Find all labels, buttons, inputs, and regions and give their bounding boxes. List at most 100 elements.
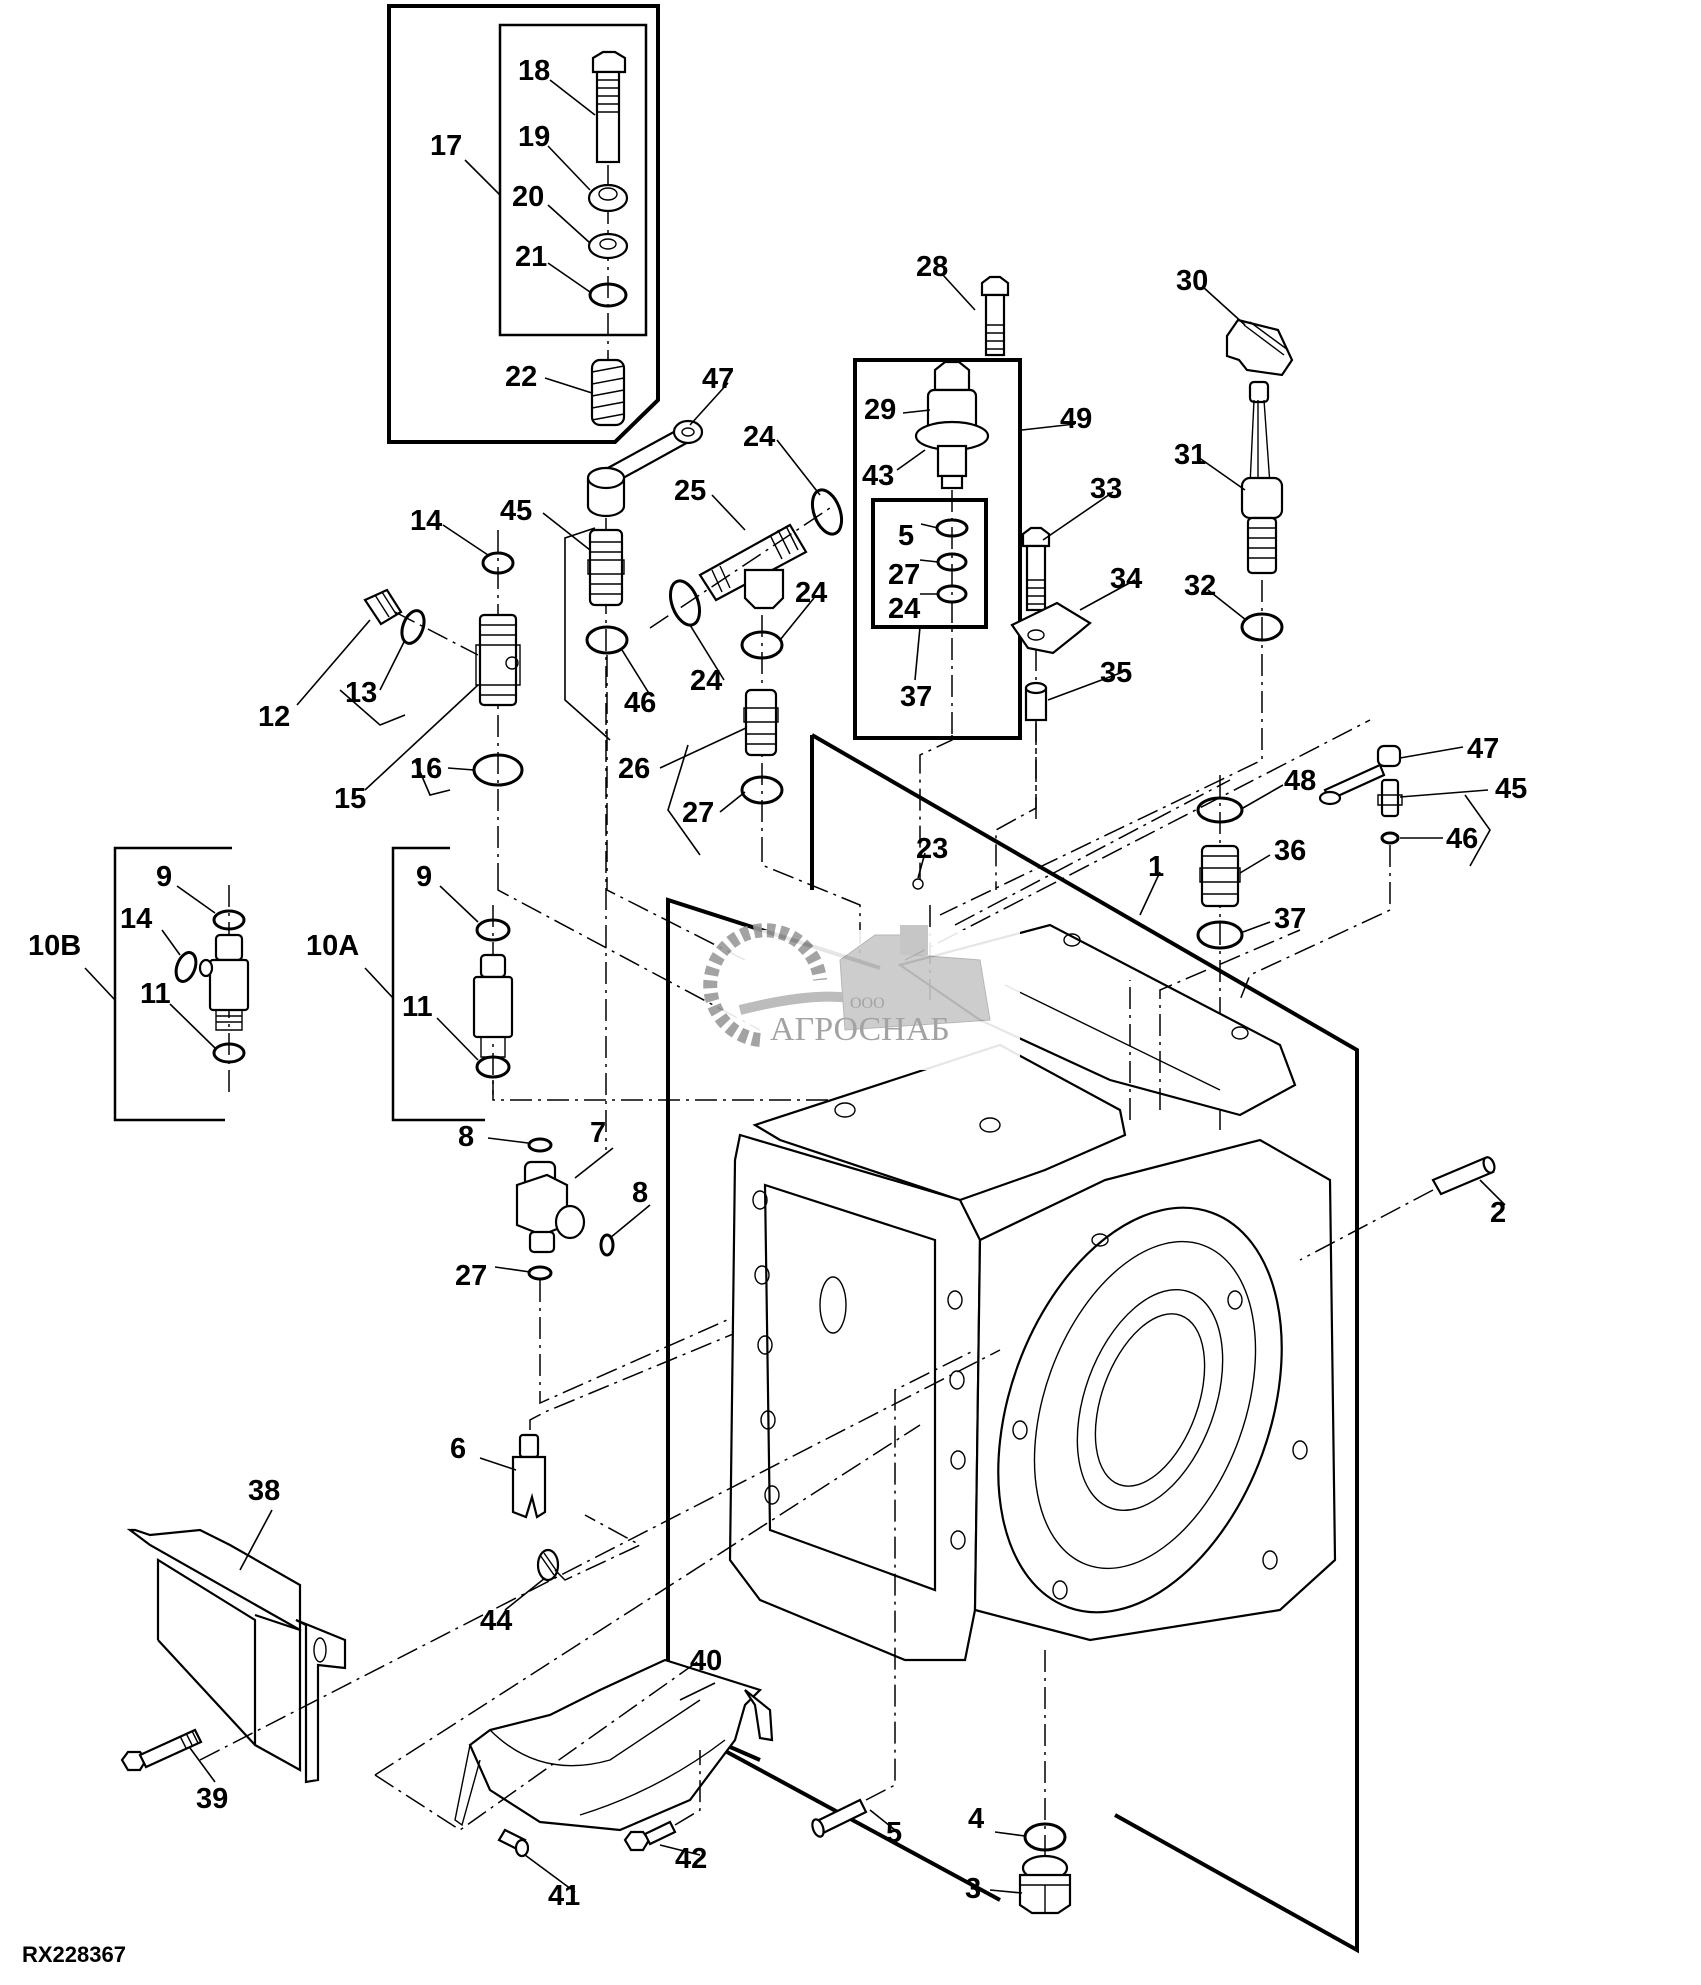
callout-17[interactable]: 17 xyxy=(430,130,462,162)
callout-7[interactable]: 7 xyxy=(590,1117,606,1149)
callout-11-10B[interactable]: 11 xyxy=(140,978,171,1010)
valve-15[interactable] xyxy=(475,613,521,707)
fitting-36[interactable] xyxy=(1199,844,1241,908)
callout-4[interactable]: 4 xyxy=(968,1803,984,1835)
o-ring-32[interactable] xyxy=(1240,612,1284,642)
callout-42[interactable]: 42 xyxy=(675,1843,707,1875)
o-ring-27-upper[interactable] xyxy=(740,775,784,805)
cap-screw-33[interactable] xyxy=(1021,526,1051,612)
callout-2[interactable]: 2 xyxy=(1490,1197,1506,1229)
callout-13[interactable]: 13 xyxy=(345,677,377,709)
callout-48[interactable]: 48 xyxy=(1284,765,1316,797)
callout-37-kit[interactable]: 37 xyxy=(900,681,932,713)
elbow-fitting-7[interactable] xyxy=(515,1160,586,1254)
callout-21[interactable]: 21 xyxy=(515,241,547,273)
callout-5[interactable]: 5 xyxy=(886,1817,902,1849)
sensor-31[interactable] xyxy=(1240,380,1284,575)
shield-38[interactable] xyxy=(126,1528,347,1784)
callout-24-c[interactable]: 24 xyxy=(795,577,827,609)
callout-20[interactable]: 20 xyxy=(512,181,544,213)
callout-36[interactable]: 36 xyxy=(1274,835,1306,867)
callout-16[interactable]: 16 xyxy=(410,753,442,785)
solenoid-valve-29[interactable] xyxy=(914,360,990,490)
callout-40[interactable]: 40 xyxy=(690,1645,722,1677)
cap-screw-18[interactable] xyxy=(591,50,627,164)
o-ring-8-top[interactable] xyxy=(527,1137,553,1153)
banjo-tube-47[interactable] xyxy=(586,419,704,518)
callout-19[interactable]: 19 xyxy=(518,121,550,153)
o-ring-21[interactable] xyxy=(588,282,628,308)
cap-screw-28[interactable] xyxy=(980,275,1010,357)
fitting-45[interactable] xyxy=(587,528,625,607)
callout-15[interactable]: 15 xyxy=(334,783,366,815)
callout-11-10A[interactable]: 11 xyxy=(402,991,433,1023)
callout-1[interactable]: 1 xyxy=(1148,851,1164,883)
callout-12[interactable]: 12 xyxy=(258,701,290,733)
callout-33[interactable]: 33 xyxy=(1090,473,1122,505)
callout-8-side[interactable]: 8 xyxy=(632,1177,648,1209)
cap-screw-39[interactable] xyxy=(120,1728,203,1772)
cover-40[interactable] xyxy=(454,1658,774,1832)
nut-19[interactable] xyxy=(587,183,629,213)
callout-24-b[interactable]: 24 xyxy=(690,665,722,697)
callout-27[interactable]: 27 xyxy=(682,797,714,829)
o-ring-13[interactable] xyxy=(398,608,428,647)
callout-23[interactable]: 23 xyxy=(916,833,948,865)
callout-9-10B[interactable]: 9 xyxy=(156,861,172,893)
callout-10A[interactable]: 10A xyxy=(306,930,359,962)
nozzle-6[interactable] xyxy=(511,1433,547,1519)
callout-32[interactable]: 32 xyxy=(1184,570,1216,602)
banjo-tube-47-right[interactable] xyxy=(1318,744,1402,806)
spring-22[interactable] xyxy=(590,358,626,427)
callout-49[interactable]: 49 xyxy=(1060,403,1092,435)
o-ring-11-10B[interactable] xyxy=(212,1042,246,1064)
callout-43[interactable]: 43 xyxy=(862,460,894,492)
callout-22[interactable]: 22 xyxy=(505,361,537,393)
callout-24[interactable]: 24 xyxy=(743,421,775,453)
callout-45[interactable]: 45 xyxy=(500,495,532,527)
callout-37-right[interactable]: 37 xyxy=(1274,903,1306,935)
clamp-34[interactable] xyxy=(1010,601,1092,655)
spacer-35[interactable] xyxy=(1024,681,1048,722)
callout-9-10A[interactable]: 9 xyxy=(416,861,432,893)
plug-12[interactable] xyxy=(363,588,403,626)
callout-47-right[interactable]: 47 xyxy=(1467,733,1499,765)
o-ring-24-top[interactable] xyxy=(807,486,847,538)
callout-29[interactable]: 29 xyxy=(864,394,896,426)
callout-39[interactable]: 39 xyxy=(196,1783,228,1815)
callout-14[interactable]: 14 xyxy=(410,505,442,537)
callout-31[interactable]: 31 xyxy=(1174,439,1206,471)
fitting-45-right[interactable] xyxy=(1377,778,1403,818)
callout-44[interactable]: 44 xyxy=(480,1605,512,1637)
tee-fitting-25[interactable] xyxy=(698,523,808,610)
callout-28[interactable]: 28 xyxy=(916,251,948,283)
callout-45-right[interactable]: 45 xyxy=(1495,773,1527,805)
o-ring-27-elbow[interactable] xyxy=(527,1265,553,1281)
callout-6[interactable]: 6 xyxy=(450,1433,466,1465)
callout-30[interactable]: 30 xyxy=(1176,265,1208,297)
o-ring-24-left[interactable] xyxy=(665,577,705,629)
washer-20[interactable] xyxy=(587,232,629,260)
o-ring-11-10A[interactable] xyxy=(475,1055,511,1079)
callout-18[interactable]: 18 xyxy=(518,55,550,87)
callout-27-kit[interactable]: 27 xyxy=(888,559,920,591)
callout-34[interactable]: 34 xyxy=(1110,563,1142,595)
o-ring-37-right[interactable] xyxy=(1196,920,1244,950)
callout-46[interactable]: 46 xyxy=(624,687,656,719)
callout-46-right[interactable]: 46 xyxy=(1446,823,1478,855)
dowel-pin-2[interactable] xyxy=(1431,1156,1496,1196)
valve-10B[interactable] xyxy=(198,933,250,1031)
plug-44[interactable] xyxy=(536,1548,560,1582)
callout-38[interactable]: 38 xyxy=(248,1475,280,1507)
callout-41[interactable]: 41 xyxy=(548,1880,580,1912)
callout-10B[interactable]: 10B xyxy=(28,930,81,962)
screw-41[interactable] xyxy=(497,1828,530,1858)
callout-14-10B[interactable]: 14 xyxy=(120,903,152,935)
callout-3[interactable]: 3 xyxy=(965,1873,981,1905)
valve-10A[interactable] xyxy=(472,953,514,1058)
o-ring-46-right[interactable] xyxy=(1380,831,1400,845)
dowel-pin-5[interactable] xyxy=(810,1798,868,1838)
fitting-26[interactable] xyxy=(743,688,779,757)
connector-cover-30[interactable] xyxy=(1225,318,1294,377)
callout-26[interactable]: 26 xyxy=(618,753,650,785)
